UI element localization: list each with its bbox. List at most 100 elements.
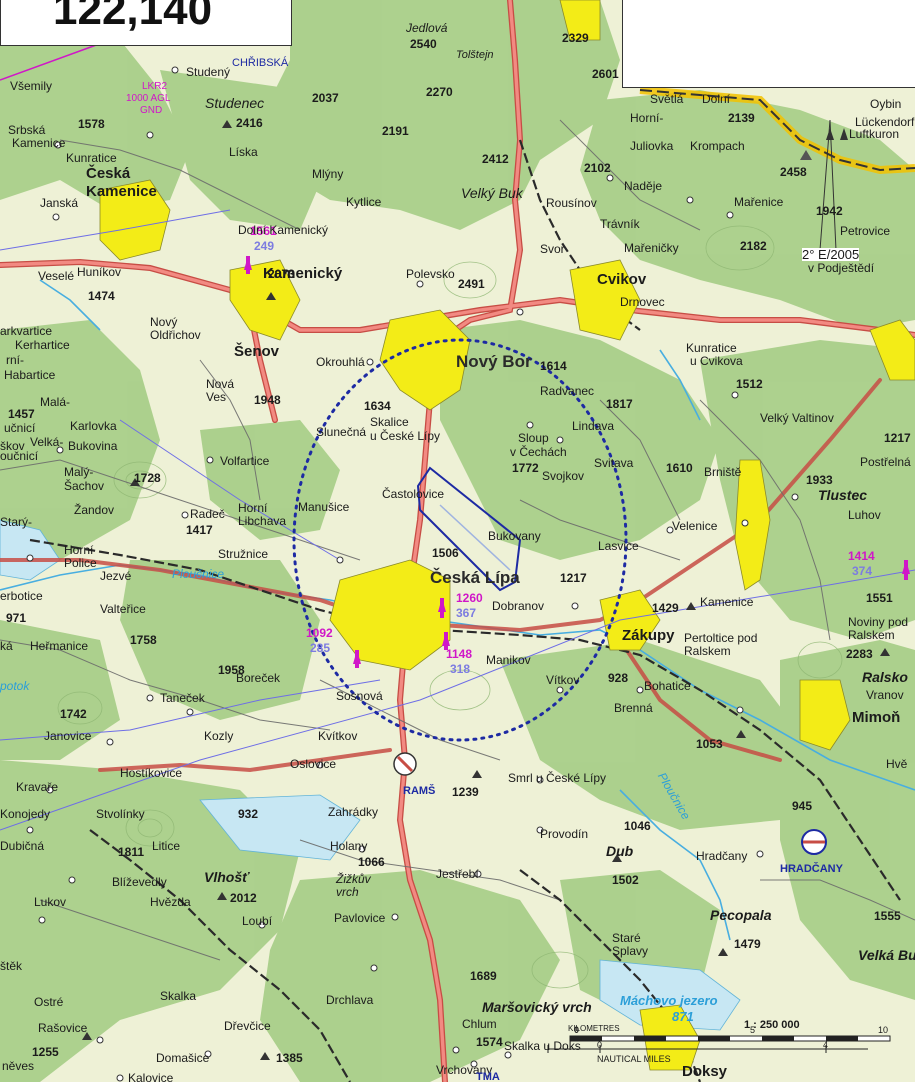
elevation-1217-e: 1217 (884, 431, 911, 445)
elevation-1066: 1066 (358, 855, 385, 869)
place-slunecna: Slunečná (316, 425, 367, 439)
elevation-1811: 1811 (118, 845, 145, 859)
place-svitava: Svitava (594, 456, 634, 470)
place-krompach: Krompach (690, 139, 745, 153)
place-marsovicky-vrch: Maršovický vrch (482, 999, 592, 1015)
place-neves: něves (2, 1059, 35, 1073)
place-hunikov: Huníkov (77, 265, 122, 279)
place-dolni: Dolní (702, 92, 731, 106)
elevation-2073: 2073 (268, 267, 295, 281)
town-kamenicky: Kamenický (263, 265, 343, 282)
place-mni: rní- (6, 353, 24, 367)
place-stek: štěk (0, 959, 23, 973)
elevation-1046: 1046 (624, 819, 651, 833)
place-loubi: Loubí (242, 914, 273, 928)
scale-ratio: 1 : 250 000 (744, 1019, 800, 1031)
place-radec: Radeč (190, 507, 225, 521)
airspace-name: LKR2 (142, 81, 168, 92)
elevation-928: 928 (608, 671, 629, 685)
place-kunratice-w: Kunratice (66, 151, 117, 165)
place-stare-splavy: Staré Splavy (612, 931, 649, 958)
place-luhov: Luhov (848, 508, 881, 522)
elevation-932: 932 (238, 807, 259, 821)
elevation-1772: 1772 (512, 461, 539, 475)
place-mala: Malá- (40, 395, 71, 409)
waypoint-ramsh-symbol (393, 752, 417, 776)
place-hve: Hvě (886, 757, 908, 771)
elevation-1614: 1614 (540, 359, 567, 373)
place-horni-police: Horní Police (64, 543, 97, 570)
place-petrovice: Petrovice (840, 224, 891, 238)
place-postrelna: Postřelná (860, 455, 911, 469)
town-mimon: Mimoň (852, 709, 901, 726)
place-oucnici: oučnicí (0, 449, 39, 463)
place-u-cvikova: u Cvikova (690, 354, 743, 368)
elevation-2601: 2601 (592, 67, 619, 81)
place-luckendorf: Lückendorf (855, 115, 915, 129)
place-mlyny: Mlýny (312, 167, 344, 181)
place-noviny: Noviny pod Ralskem (848, 615, 909, 642)
place-provodin: Provodín (540, 827, 589, 841)
place-bohatice: Bohatice (644, 679, 691, 693)
place-zahradky: Zahrádky (328, 805, 379, 819)
place-struznice: Stružnice (218, 547, 269, 561)
place-stvolinky: Stvolínky (96, 807, 145, 821)
place-svetla: Světlá (650, 92, 684, 106)
place-drevcice: Dřevčice (224, 1019, 271, 1033)
place-sosnova: Sosnová (336, 689, 383, 703)
elevation-1457: 1457 (8, 407, 35, 421)
place-maly: Malý- (64, 465, 94, 479)
elevation-945: 945 (792, 799, 813, 813)
place-kerhartice: Kerhartice (15, 338, 70, 352)
place-kravare: Kravaře (16, 780, 59, 794)
airspace-tma: TMA (476, 1071, 500, 1082)
place-svojkov: Svojkov (542, 469, 585, 483)
town-novy-bor: Nový Bor (456, 352, 532, 371)
place-volfartice: Volfartice (220, 454, 270, 468)
place-hradcany: Hradčany (696, 849, 748, 863)
place-tolstejn: Tolštejn (456, 49, 494, 61)
circuit-dotted (292, 338, 628, 742)
obstacle-symbols (244, 256, 910, 668)
elevation-1502: 1502 (612, 873, 639, 887)
place-velka: Velká- (30, 435, 64, 449)
place-tlustec: Tlustec (818, 487, 868, 503)
town-doksy: Doksy (682, 1063, 728, 1080)
elevation-1758: 1758 (130, 633, 157, 647)
place-castolovice: Častolovice (382, 487, 445, 501)
place-lukov: Lukov (34, 895, 67, 909)
elevation-1479: 1479 (734, 937, 761, 951)
place-brenna: Brenná (614, 701, 653, 715)
magnetic-variation: 2° E/2005 (802, 247, 860, 262)
place-karlovka: Karlovka (70, 419, 117, 433)
place-holany: Holany (330, 839, 368, 853)
place-bukovina: Bukovina (68, 439, 118, 453)
place-marenice: Mařenice (734, 195, 784, 209)
place-kunratice-e: Kunratice (686, 341, 737, 355)
scale-km-tick-10: 10 (878, 1025, 889, 1035)
place-ucnici: učnicí (4, 421, 36, 435)
elevation-1255: 1255 (32, 1045, 59, 1059)
place-bukovany: Bukovany (488, 529, 541, 543)
place-studeny: Studený (186, 65, 231, 79)
town-zakupy: Zákupy (622, 627, 675, 644)
scale-nm-label: NAUTICAL MILES (597, 1054, 671, 1064)
place-rousinov: Rousínov (546, 196, 597, 210)
place-oybin: Oybin (870, 97, 902, 111)
place-borecek: Boreček (236, 671, 281, 685)
elevation-2012: 2012 (230, 891, 257, 905)
place-rasovice: Rašovice (38, 1021, 88, 1035)
town-ceska-lipa: Česká Lípa (430, 568, 520, 587)
scale-km-tick-5: 5 (750, 1025, 756, 1035)
obstacle-1561-agl: 249 (254, 239, 275, 253)
obstacle-1092-agl: 285 (310, 641, 331, 655)
obstacle-1148-agl: 318 (450, 662, 471, 676)
variation-lines (819, 119, 837, 251)
waypoint-hradcany-label[interactable]: HRADČANY (780, 863, 843, 875)
place-vsemily: Všemily (10, 79, 53, 93)
waypoint-ramsh-label[interactable]: RAMŠ (403, 785, 436, 797)
elevation-1958: 1958 (218, 663, 245, 677)
place-kamenice-w: Kamenice (12, 136, 66, 150)
